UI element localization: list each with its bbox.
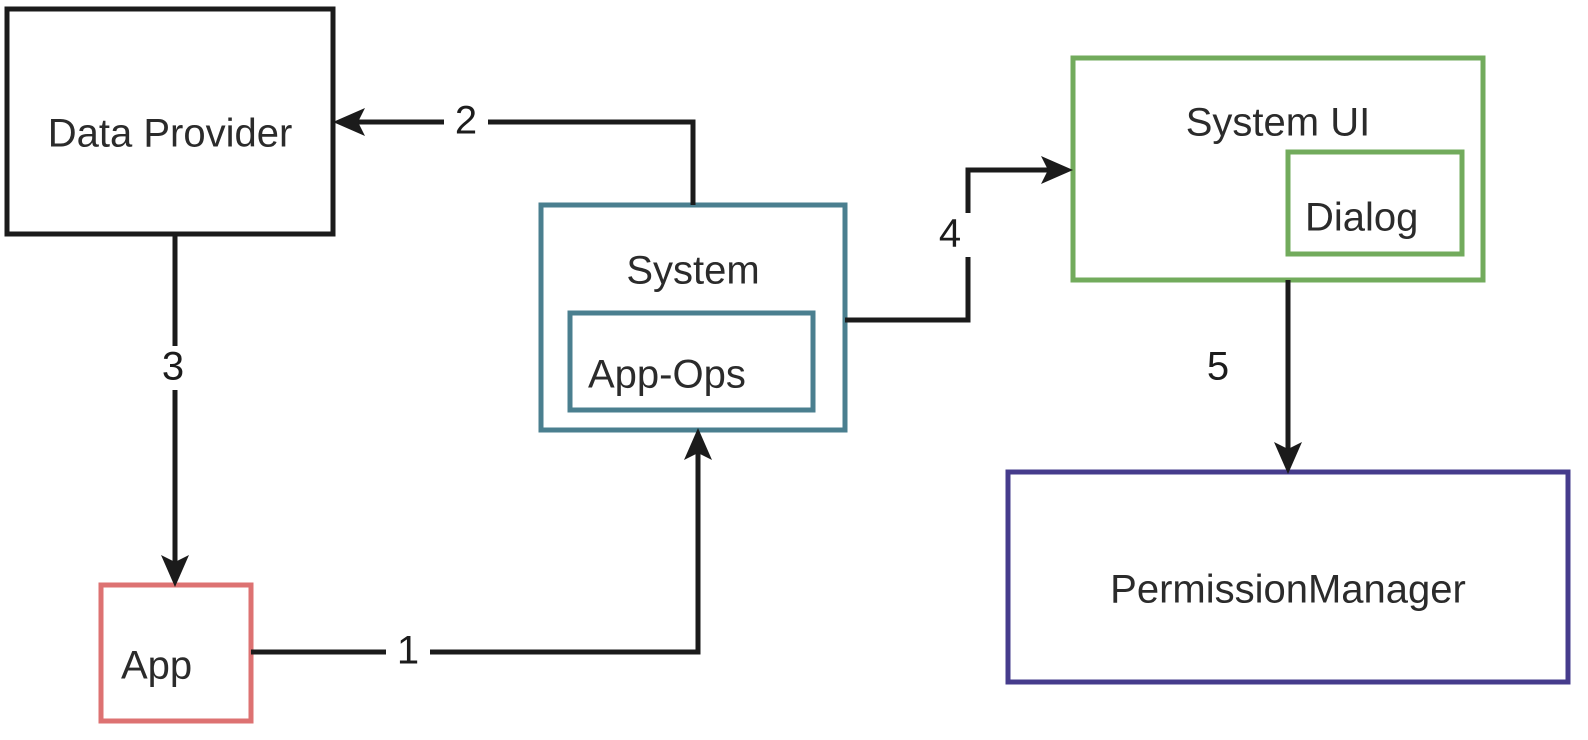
node-data-provider[interactable]: Data Provider (4, 6, 336, 237)
system-label: System (626, 249, 759, 293)
dialog-box[interactable] (1285, 149, 1465, 257)
app-label: App (121, 644, 192, 688)
node-permission-manager[interactable]: PermissionManager (1005, 469, 1571, 685)
edge-1-app-to-system[interactable]: 1 (251, 428, 712, 674)
node-app-ops[interactable]: App-Ops (567, 310, 816, 413)
app-box[interactable] (98, 582, 254, 724)
node-app[interactable]: App (98, 582, 254, 724)
edge-3-label: 3 (162, 345, 184, 389)
edge-4-label: 4 (939, 212, 961, 256)
edge-1-arrowhead-icon (684, 428, 712, 460)
edge-5-label: 5 (1207, 345, 1229, 389)
edge-5-label-bg (1196, 346, 1240, 390)
edge-1-label-bg (386, 630, 430, 674)
node-dialog[interactable]: Dialog (1285, 149, 1465, 257)
edge-1-label: 1 (397, 629, 419, 673)
edge-5-arrowhead-icon (1274, 442, 1302, 474)
app-ops-label: App-Ops (588, 353, 746, 397)
dialog-label: Dialog (1305, 196, 1418, 240)
data-provider-box[interactable] (4, 6, 336, 237)
edge-4-arrowhead-icon (1041, 156, 1073, 184)
edge-5-system-ui-to-permission-manager[interactable]: 5 (1196, 280, 1302, 474)
edge-4-label-bg (928, 213, 972, 257)
data-provider-label: Data Provider (48, 112, 293, 156)
permission-manager-box[interactable] (1005, 469, 1571, 685)
edge-4-system-to-system-ui[interactable]: 4 (845, 156, 1073, 323)
permission-manager-label: PermissionManager (1110, 568, 1466, 612)
edge-3-label-bg (152, 346, 194, 390)
edge-3-arrowhead-icon (161, 555, 189, 587)
edge-2-path (347, 119, 696, 205)
edge-1-path (251, 442, 701, 655)
app-ops-box[interactable] (567, 310, 816, 413)
edge-2-system-to-data-provider[interactable]: 2 (333, 99, 696, 205)
edge-2-label-bg (444, 100, 488, 144)
edge-2-arrowhead-icon (333, 108, 365, 136)
system-ui-label: System UI (1186, 101, 1370, 145)
edge-3-data-provider-to-app[interactable]: 3 (152, 234, 194, 587)
edge-2-label: 2 (455, 99, 477, 143)
